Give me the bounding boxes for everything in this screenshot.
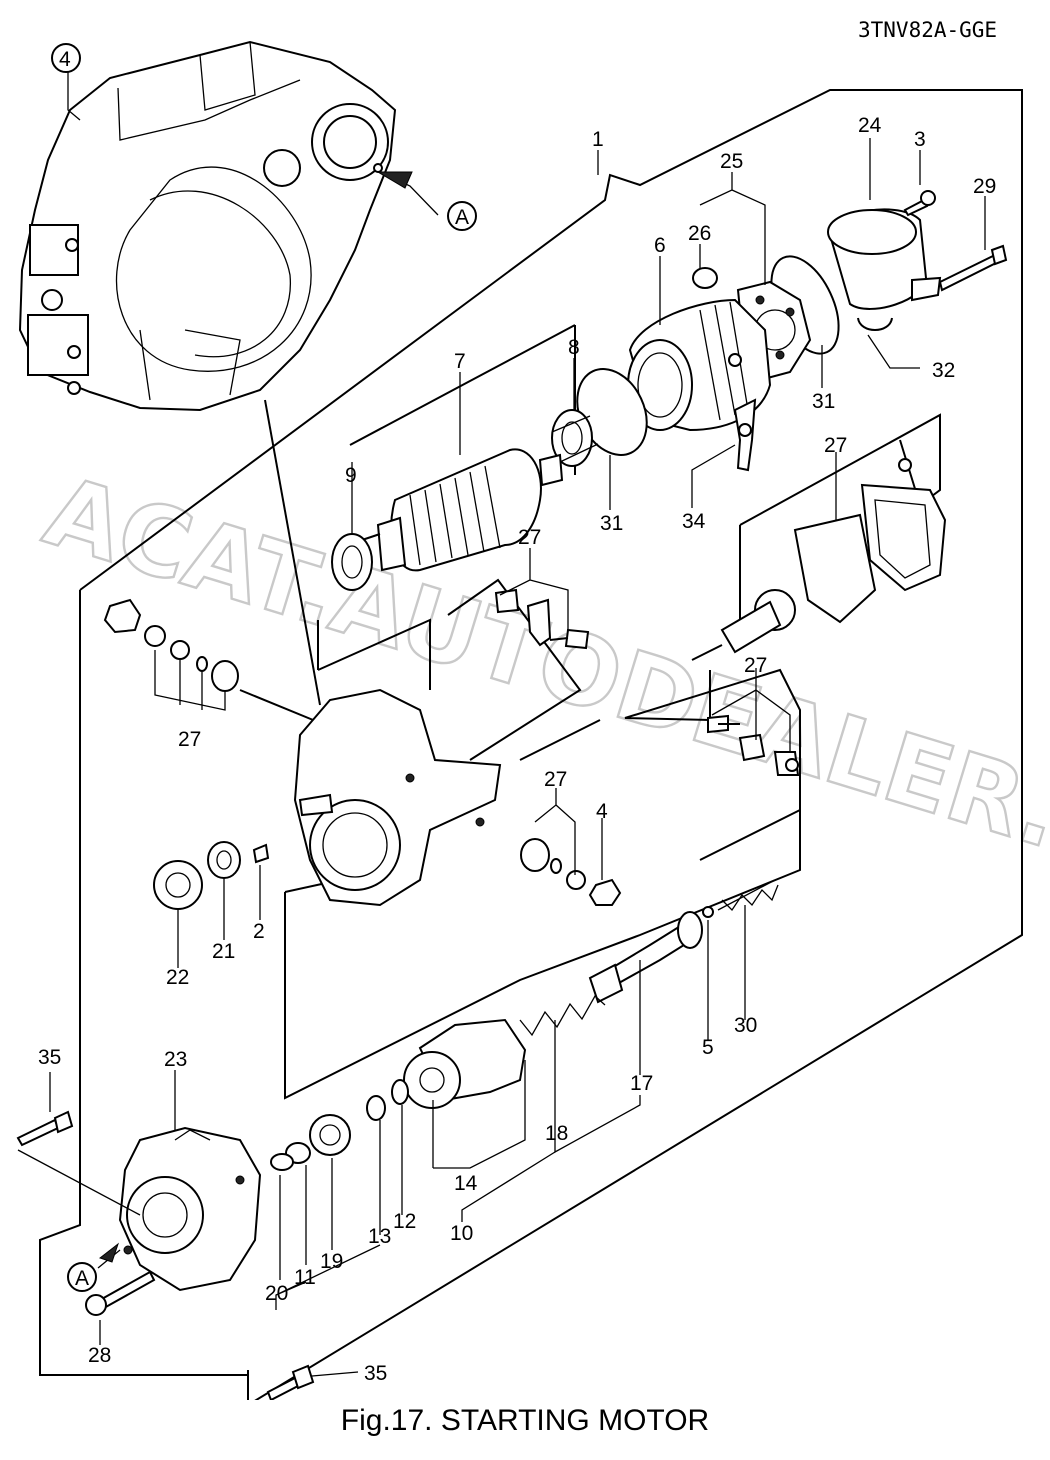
label-1: 1 [592, 128, 604, 151]
front-bracket-23 [118, 1126, 262, 1292]
gear-22 [153, 860, 203, 910]
gasket-27-right [793, 458, 947, 624]
label-31-left: 31 [600, 512, 623, 535]
label-31-right: 31 [812, 390, 835, 413]
label-28: 28 [88, 1344, 111, 1367]
label-13: 13 [368, 1225, 391, 1248]
label-27-right-top: 27 [824, 434, 847, 457]
brush-spring-26 [692, 267, 718, 289]
label-4-housing: 4 [59, 48, 71, 71]
label-23: 23 [164, 1048, 187, 1071]
label-27-seal: 27 [544, 768, 567, 791]
label-19: 19 [320, 1250, 343, 1273]
label-27-center: 27 [518, 526, 541, 549]
exploded-view-drawing: ACAT.AUTODEALER.RU [16, 40, 1050, 1400]
lever-34 [733, 398, 757, 472]
label-6: 6 [654, 234, 666, 257]
bolt-35-bottom [266, 1364, 315, 1400]
label-8: 8 [568, 336, 580, 359]
part-number-labels: 4 1 24 3 29 25 26 6 7 8 9 31 34 31 32 27… [38, 48, 996, 1385]
label-12: 12 [393, 1210, 416, 1233]
spring-18 [519, 994, 606, 1037]
snap-ring-20 [270, 1153, 294, 1171]
center-housing [293, 688, 502, 907]
spring-30 [717, 879, 779, 912]
svg-text:A: A [455, 206, 469, 229]
rear-cover-24 [827, 208, 942, 331]
label-11: 11 [294, 1266, 316, 1289]
flywheel-housing [18, 40, 397, 412]
screw-3 [903, 190, 936, 217]
svg-text:A: A [75, 1267, 89, 1290]
label-24: 24 [858, 114, 882, 137]
ring-12 [391, 1079, 409, 1105]
pinion-19 [309, 1114, 351, 1156]
pinion-shaft-17 [588, 911, 703, 1004]
model-code: 3TNV82A-GGE [858, 18, 998, 42]
label-32: 32 [932, 359, 955, 382]
label-21: 21 [212, 940, 235, 963]
pin-2 [252, 843, 270, 864]
label-18: 18 [545, 1122, 568, 1145]
label-10: 10 [450, 1222, 473, 1245]
label-5: 5 [702, 1036, 714, 1059]
label-14: 14 [454, 1172, 478, 1195]
label-4-nut: 4 [596, 800, 608, 823]
bushing-21 [207, 841, 241, 879]
label-25: 25 [720, 150, 743, 173]
label-26: 26 [688, 222, 711, 245]
label-30: 30 [734, 1014, 757, 1037]
label-35-bottom: 35 [364, 1362, 387, 1385]
label-22: 22 [166, 966, 189, 989]
label-20: 20 [265, 1282, 288, 1305]
callout-a-bottom: A [67, 1242, 119, 1292]
clutch-14 [403, 1018, 527, 1109]
armature-7 [361, 448, 564, 572]
leader-lines [17, 68, 986, 1377]
seal-nut-group [520, 838, 622, 906]
label-7: 7 [454, 350, 466, 373]
spring-13 [366, 1095, 386, 1121]
label-27-left: 27 [178, 728, 201, 751]
bearing-9 [331, 533, 373, 591]
callout-a-top: A [376, 171, 477, 231]
label-17: 17 [630, 1072, 653, 1095]
assembly-outline [39, 89, 1023, 1400]
plunger [691, 589, 796, 661]
label-3: 3 [914, 128, 926, 151]
bolt-28 [85, 1270, 156, 1316]
label-2: 2 [253, 920, 265, 943]
ball-5 [702, 906, 714, 918]
bolt-29 [938, 244, 1008, 292]
label-34: 34 [682, 510, 706, 533]
figure-caption: Fig.17. STARTING MOTOR [340, 1404, 710, 1437]
label-27-right-mid: 27 [744, 654, 767, 677]
bolt-35-top [16, 1110, 74, 1147]
label-29: 29 [973, 175, 996, 198]
label-35-top: 35 [38, 1046, 61, 1069]
bracket-group-27-right [707, 714, 800, 776]
nut-washer-group-27-left [103, 598, 239, 692]
bearing-8 [551, 409, 599, 467]
label-9: 9 [345, 464, 357, 487]
callout-4-circle [51, 43, 81, 73]
